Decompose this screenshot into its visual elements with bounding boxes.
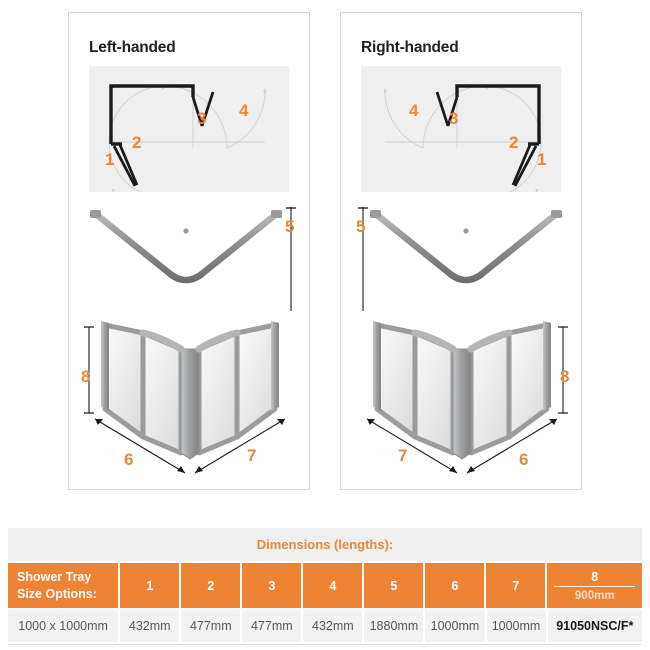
plan-label-left-4: 4 [239, 101, 249, 120]
header-col-4: 4 [303, 563, 363, 608]
cell-tray-size: 1000 x 1000mm [8, 610, 119, 642]
table-row: 1000 x 1000mm 432mm 477mm 477mm 432mm 18… [8, 610, 643, 642]
dimension-label-left-7: 7 [247, 446, 257, 465]
variant-title-right: Right-handed [361, 39, 459, 56]
variant-title-left: Left-handed [89, 39, 176, 56]
enclosure-isometric-left [84, 321, 286, 474]
dimension-label-left-6: 6 [124, 450, 134, 469]
enclosure-isometric-right [366, 321, 568, 474]
plan-view-right-drawing [383, 84, 542, 192]
plan-view-left-drawing [108, 84, 267, 192]
table-bottom-rule [8, 644, 642, 645]
plan-label-right-4: 4 [409, 101, 419, 120]
plan-label-right-2: 2 [509, 133, 519, 152]
plan-label-left-2: 2 [132, 133, 142, 152]
dimension-label-left-5: 5 [285, 217, 295, 236]
diagram-area: Left-handed [68, 12, 582, 490]
cell-dim-3: 477mm [242, 610, 302, 642]
plan-view-right: 4 3 2 1 [361, 66, 561, 192]
cell-dim-4: 432mm [303, 610, 363, 642]
header-col-1: 1 [120, 563, 180, 608]
dimension-label-right-5: 5 [356, 217, 366, 236]
curtain-rail-right [370, 210, 562, 284]
variant-panel-right-handed: Right-handed [340, 12, 582, 490]
header-col-3: 3 [242, 563, 302, 608]
plan-view-left: 1 2 3 4 [89, 66, 289, 192]
plan-label-right-1: 1 [537, 150, 547, 169]
plan-label-left-1: 1 [105, 150, 115, 169]
cell-dim-1: 432mm [120, 610, 180, 642]
dimension-label-right-6: 6 [519, 450, 529, 469]
header-col-8: 8 900mm [547, 563, 643, 608]
dimension-line-left-5 [286, 207, 296, 311]
dimension-line-right-5 [358, 207, 368, 311]
variant-panel-left-handed: Left-handed [68, 12, 310, 490]
header-col-6: 6 [425, 563, 485, 608]
dimension-label-left-8: 8 [81, 367, 91, 386]
header-col-8-divider [554, 585, 636, 587]
header-col-2: 2 [181, 563, 241, 608]
curtain-rail-left [90, 210, 282, 284]
dimensions-heading-label: Dimensions (lengths): [256, 537, 394, 552]
cell-product-code: 91050NSC/F* [547, 610, 643, 642]
cell-dim-6: 1000mm [425, 610, 485, 642]
header-col-8-number: 8 [591, 569, 599, 584]
plan-label-right-3: 3 [449, 109, 459, 128]
dimensions-heading-band: Dimensions (lengths): [8, 528, 642, 561]
header-col-8-size: 900mm [574, 589, 615, 602]
dimension-label-right-7: 7 [398, 446, 408, 465]
plan-label-left-3: 3 [197, 109, 207, 128]
cell-dim-5: 1880mm [364, 610, 424, 642]
cell-dim-7: 1000mm [486, 610, 546, 642]
dimension-label-right-8: 8 [560, 367, 570, 386]
header-col-7: 7 [486, 563, 546, 608]
cell-dim-2: 477mm [181, 610, 241, 642]
header-col-5: 5 [364, 563, 424, 608]
